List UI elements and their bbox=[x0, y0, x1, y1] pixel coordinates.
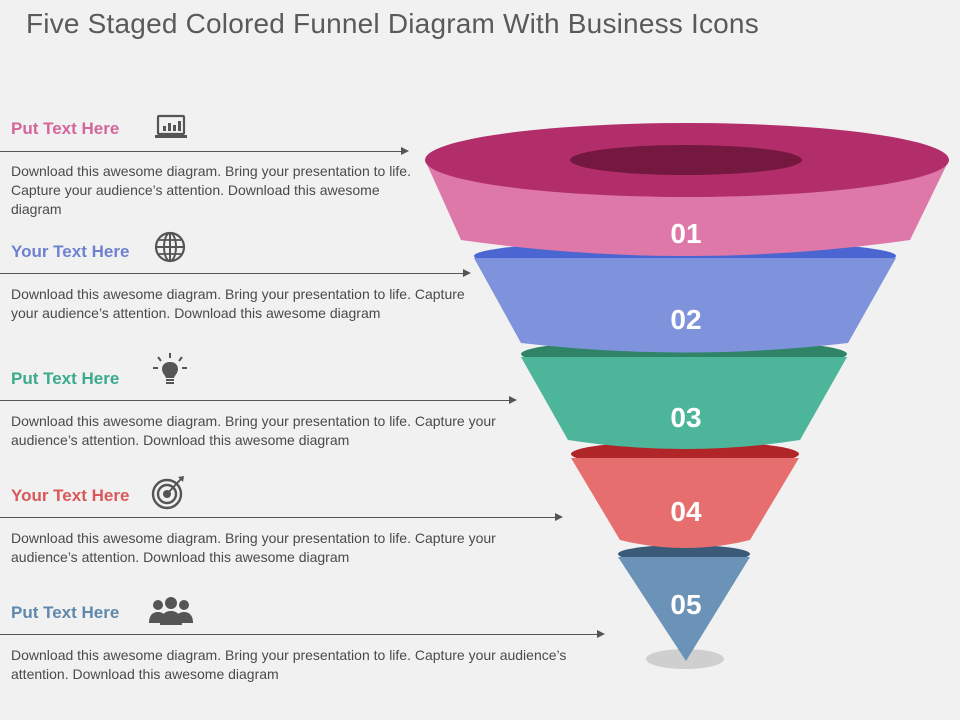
funnel-opening bbox=[570, 145, 802, 175]
stage-3-number: 03 bbox=[670, 402, 701, 433]
stage-2-number: 02 bbox=[670, 304, 701, 335]
stage-5-segment bbox=[618, 557, 750, 661]
stage-4-segment bbox=[571, 458, 799, 548]
stage-2-pointer bbox=[0, 273, 464, 274]
stage-2-segment bbox=[474, 258, 896, 353]
stage-3-description: Download this awesome diagram. Bring you… bbox=[11, 413, 496, 448]
stage-2-heading: Your Text Here bbox=[11, 242, 130, 261]
stage-3-pointer bbox=[0, 400, 510, 401]
stage-4-pointer bbox=[0, 517, 556, 518]
team-icon bbox=[149, 597, 193, 625]
stage-1-number: 01 bbox=[670, 218, 701, 249]
stage-5-arrowhead bbox=[597, 630, 605, 638]
stage-1-pointer bbox=[0, 151, 402, 152]
stage-5-number: 05 bbox=[670, 589, 701, 620]
stage-4-number: 04 bbox=[670, 496, 702, 527]
stage-2-arrowhead bbox=[463, 269, 471, 277]
stage-5-pointer bbox=[0, 634, 598, 635]
page-title: Five Staged Colored Funnel Diagram With … bbox=[26, 8, 759, 39]
stage-5-heading: Put Text Here bbox=[11, 603, 120, 622]
stage-1-arrowhead bbox=[401, 147, 409, 155]
stage-5-description: Download this awesome diagram. Bring you… bbox=[11, 647, 567, 682]
stage-2-description: Download this awesome diagram. Bring you… bbox=[11, 286, 465, 321]
stage-4-arrowhead bbox=[555, 513, 563, 521]
stage-4-description: Download this awesome diagram. Bring you… bbox=[11, 530, 496, 565]
stage-4-heading: Your Text Here bbox=[11, 486, 130, 505]
globe-icon bbox=[154, 231, 186, 263]
stage-3-heading: Put Text Here bbox=[11, 369, 120, 388]
stage-3-arrowhead bbox=[509, 396, 517, 404]
stage-1-description: Download this awesome diagram. Bring you… bbox=[11, 163, 411, 217]
lightbulb-icon bbox=[153, 353, 187, 384]
laptop-chart-icon bbox=[155, 114, 187, 138]
stage-3-segment bbox=[521, 357, 847, 449]
stage-1-heading: Put Text Here bbox=[11, 119, 120, 138]
target-icon bbox=[151, 476, 184, 510]
